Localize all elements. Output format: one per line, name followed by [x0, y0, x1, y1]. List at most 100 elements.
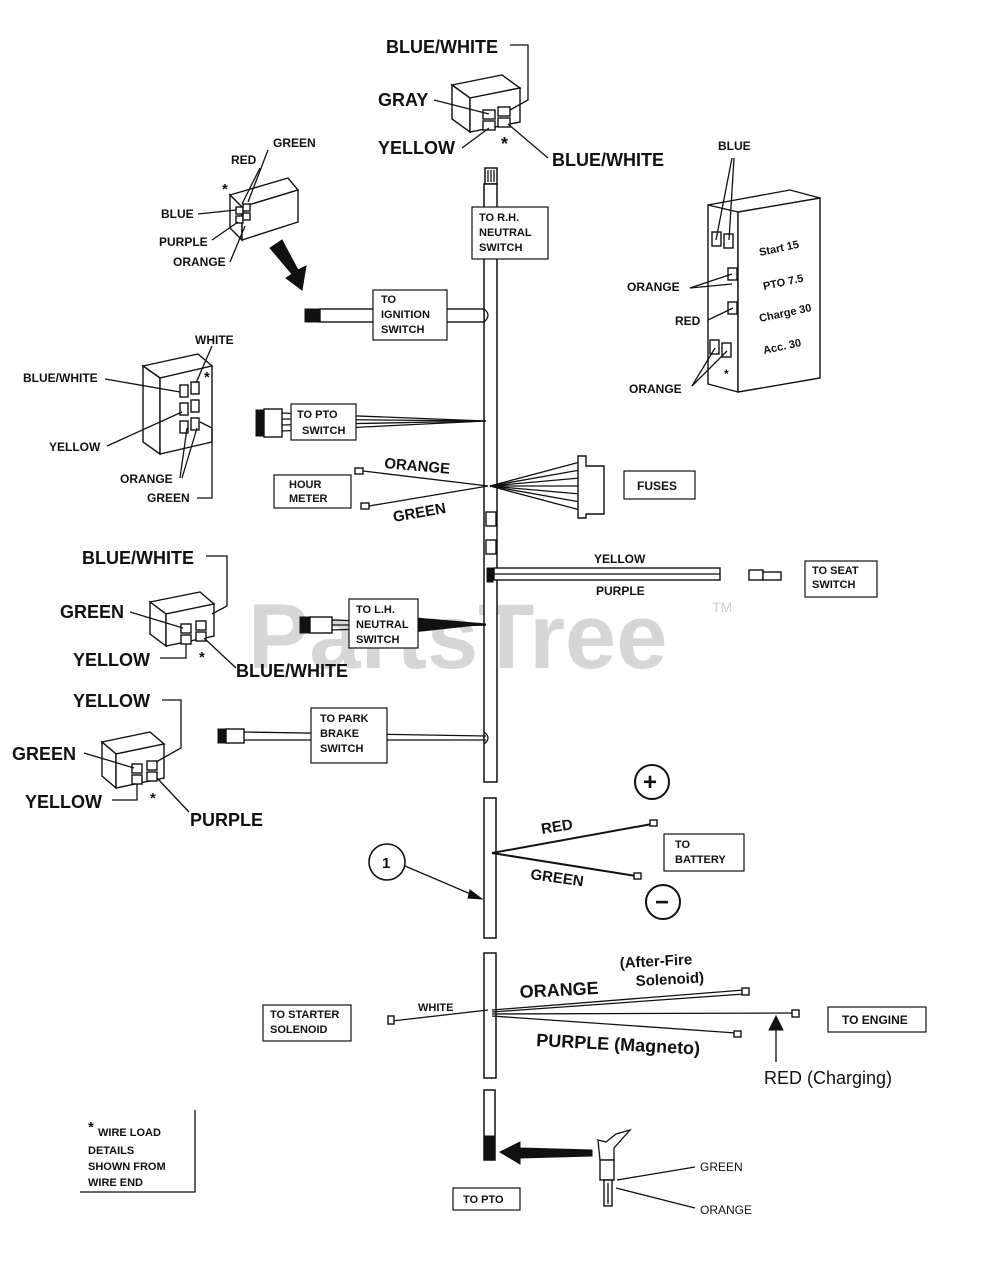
- svg-text:METER: METER: [289, 493, 328, 505]
- park-brake-plug: [83, 699, 190, 813]
- top-label-blue-white-1: BLUE/WHITE: [386, 37, 498, 57]
- svg-text:NEUTRAL: NEUTRAL: [479, 227, 532, 239]
- svg-text:TO R.H.: TO R.H.: [479, 212, 519, 224]
- battery-wires: [491, 819, 658, 880]
- pto-label-blue-white: BLUE/WHITE: [23, 371, 98, 385]
- svg-text:SHOWN FROM: SHOWN FROM: [88, 1161, 166, 1173]
- fuse-label-orange-1: ORANGE: [627, 280, 680, 294]
- fuse-label-blue: BLUE: [718, 139, 751, 153]
- hour-green-label: GREEN: [392, 500, 447, 526]
- top-label-blue-white-2: BLUE/WHITE: [552, 150, 664, 170]
- pto-clutch-connector: [498, 1128, 696, 1209]
- fuse-asterisk: *: [724, 367, 729, 381]
- svg-text:TO PTO: TO PTO: [463, 1194, 504, 1206]
- park-brake-box: TO PARK BRAKE SWITCH: [310, 707, 388, 764]
- top-asterisk: *: [501, 134, 508, 154]
- svg-text:+: +: [643, 769, 657, 796]
- pb-asterisk: *: [150, 790, 156, 807]
- pto-label-orange: ORANGE: [120, 472, 173, 486]
- callout-1: 1: [368, 843, 484, 900]
- lh-label-blue-white-1: BLUE/WHITE: [82, 548, 194, 568]
- svg-text:SWITCH: SWITCH: [320, 743, 363, 755]
- pto-box: TO PTO SWITCH: [290, 403, 357, 441]
- ign-label-purple: PURPLE: [159, 235, 208, 249]
- battery-red-label: RED: [540, 816, 574, 838]
- battery-box: TO BATTERY: [663, 833, 745, 872]
- svg-text:WIRE END: WIRE END: [88, 1177, 143, 1189]
- seat-purple-label: PURPLE: [596, 584, 645, 598]
- ign-label-blue: BLUE: [161, 207, 194, 221]
- svg-text:*: *: [88, 1119, 94, 1136]
- magneto-label: PURPLE (Magneto): [536, 1030, 701, 1059]
- svg-text:IGNITION: IGNITION: [381, 309, 430, 321]
- svg-text:BATTERY: BATTERY: [675, 854, 726, 866]
- svg-text:TO L.H.: TO L.H.: [356, 604, 395, 616]
- hour-orange-label: ORANGE: [384, 455, 451, 478]
- pto-label-yellow: YELLOW: [49, 440, 101, 454]
- watermark-tm: TM: [712, 599, 732, 615]
- lh-label-blue-white-2: BLUE/WHITE: [236, 661, 348, 681]
- svg-text:SWITCH: SWITCH: [479, 242, 522, 254]
- svg-text:BRAKE: BRAKE: [320, 728, 359, 740]
- pb-label-green: GREEN: [12, 744, 76, 764]
- seat-yellow-label: YELLOW: [594, 552, 646, 566]
- lh-neutral-box: TO L.H. NEUTRAL SWITCH: [348, 598, 419, 649]
- pb-label-purple: PURPLE: [190, 810, 263, 830]
- ign-asterisk: *: [222, 181, 228, 198]
- svg-text:TO: TO: [675, 839, 691, 851]
- svg-text:TO PARK: TO PARK: [320, 713, 369, 725]
- svg-text:TO: TO: [381, 294, 397, 306]
- seat-box: TO SEAT SWITCH: [804, 560, 878, 598]
- pto-label-white: WHITE: [195, 333, 234, 347]
- svg-text:TO STARTER: TO STARTER: [270, 1009, 339, 1021]
- lh-label-yellow: YELLOW: [73, 650, 150, 670]
- lh-label-green: GREEN: [60, 602, 124, 622]
- watermark: PartsTree: [248, 586, 667, 688]
- svg-text:NEUTRAL: NEUTRAL: [356, 619, 409, 631]
- ign-label-green: GREEN: [273, 136, 316, 150]
- fuse-block: [689, 157, 821, 393]
- pto-clutch-orange-label: ORANGE: [700, 1203, 752, 1217]
- pb-label-yellow-1: YELLOW: [73, 691, 150, 711]
- engine-wires: [387, 987, 800, 1062]
- svg-text:SWITCH: SWITCH: [812, 579, 855, 591]
- svg-text:TO PTO: TO PTO: [297, 409, 338, 421]
- lh-asterisk: *: [199, 649, 205, 666]
- pto-clutch-green-label: GREEN: [700, 1160, 743, 1174]
- harness-trunk: [483, 167, 498, 1161]
- hour-meter-box: HOUR METER: [273, 474, 352, 509]
- svg-text:FUSES: FUSES: [637, 479, 677, 493]
- pb-label-yellow-2: YELLOW: [25, 792, 102, 812]
- svg-text:SWITCH: SWITCH: [302, 425, 345, 437]
- charging-label: RED (Charging): [764, 1068, 892, 1088]
- engine-orange-label: ORANGE: [519, 978, 599, 1002]
- pto-switch-plug: [104, 345, 214, 499]
- svg-text:HOUR: HOUR: [289, 479, 321, 491]
- to-pto-box: TO PTO: [452, 1187, 521, 1211]
- positive-terminal-icon: +: [634, 764, 670, 800]
- ignition-box: TO IGNITION SWITCH: [372, 289, 448, 341]
- svg-text:SWITCH: SWITCH: [381, 324, 424, 336]
- fuses-box: FUSES: [623, 470, 696, 500]
- wire-load-note: * WIRE LOAD DETAILS SHOWN FROM WIRE END: [80, 1110, 196, 1193]
- starter-box: TO STARTER SOLENOID: [262, 1004, 352, 1042]
- fuse-label-red: RED: [675, 314, 701, 328]
- engine-box: TO ENGINE: [827, 1006, 927, 1033]
- ign-label-orange: ORANGE: [173, 255, 226, 269]
- negative-terminal-icon: −: [645, 884, 681, 920]
- starter-white-label: WHITE: [418, 1002, 453, 1014]
- rh-neutral-box: TO R.H. NEUTRAL SWITCH: [471, 206, 549, 260]
- svg-text:−: −: [655, 889, 669, 916]
- svg-text:SWITCH: SWITCH: [356, 634, 399, 646]
- pto-label-green: GREEN: [147, 491, 190, 505]
- top-label-gray: GRAY: [378, 90, 428, 110]
- battery-green-label: GREEN: [529, 866, 584, 890]
- fuse-bundle: [489, 455, 605, 519]
- seat-wire: [486, 567, 782, 583]
- fuse-label-orange-2: ORANGE: [629, 382, 682, 396]
- pto-asterisk: *: [204, 369, 210, 386]
- afterfire-label-2: Solenoid): [635, 969, 704, 990]
- ign-label-red: RED: [231, 153, 257, 167]
- ignition-plug: [197, 149, 307, 291]
